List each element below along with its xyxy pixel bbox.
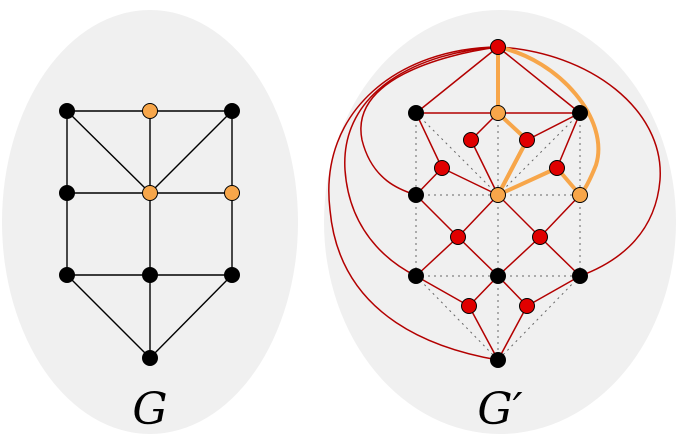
graph-gprime-red-edge [457,194,499,238]
graph-gprime-red-edge [457,236,499,277]
graph-gprime-red-edge [415,112,443,169]
graph-g-node-black [142,350,158,366]
graph-gprime-red-edge [497,305,528,361]
graph-gprime-curved-edge [344,46,499,277]
graph-gprime-highlight-edge [496,45,601,197]
graph-gprime-node-black [408,105,424,121]
graph-g-label: G [132,384,167,435]
graph-gprime-node-black [408,187,424,203]
graph-gprime-red-edge [497,236,541,277]
graph-gprime-node-red [549,160,565,176]
graph-gprime-node-orange [490,105,506,121]
graph-gprime-node-black [490,268,506,284]
graph-gprime-red-edge [497,194,541,238]
graph-gprime-node-red [519,298,535,314]
graph-gprime-red-edge [415,46,499,114]
graph-gprime-red-edge [556,112,581,169]
graph-gprime-highlight-path [496,45,601,197]
graph-g-edge [66,274,151,359]
graph-gprime-red-edge [526,275,581,307]
graph-g-node-black [59,185,75,201]
graph-gprime-red-edge [497,46,581,114]
graph-gprime-dotted-edge [497,112,581,196]
graph-gprime-node-black [572,105,588,121]
graph-gprime-curved-edge [328,46,499,361]
graph-g-node-black [59,103,75,119]
graph-g-node-orange [224,185,240,201]
graph-gprime-node-orange [490,187,506,203]
graph-gprime-red-edge [539,236,581,277]
graph-gprime-node-black [408,268,424,284]
graph-gprime-node-red [490,39,506,55]
graph-gprime-node-red [434,160,450,176]
graph-gprime-red-edge [441,167,499,196]
graph-gprime-dotted-edge [497,275,581,361]
graph-g-node-black [59,267,75,283]
graph-gprime-red-edge [526,112,581,141]
graph-gprime-node-red [461,298,477,314]
graph-gprime-node-black [490,352,506,368]
graph-gprime-curved-edges [328,46,661,361]
graph-g-edge [66,110,151,194]
graph-g-node-black [224,267,240,283]
graph-g-edge [149,110,233,194]
graph-gprime-red-edge [415,194,459,238]
graph-gprime-red-edge [470,139,499,196]
graph-gprime-highlight-edge [496,138,529,197]
graph-gprime-red-edge [539,194,581,238]
graph-gprime-node-red [463,132,479,148]
graph-gprime-node-red [519,132,535,148]
graph-g-edge [149,274,233,359]
graph-g-nodes [59,103,240,366]
graph-gprime-curved-edge [497,46,661,277]
graph-gprime-node-red [450,229,466,245]
graph-gprime-dotted-edge [415,112,499,196]
graph-gprime-node-orange [572,187,588,203]
graph-gprime-curved-edge [360,46,499,196]
graph-gprime-nodes [408,39,588,368]
graph-g-node-black [142,267,158,283]
graph-gprime-red-edge [415,275,470,307]
graph-gprime-dotted-edge [415,275,499,361]
graph-g-node-orange [142,185,158,201]
graph-gprime-red-edge [415,236,459,277]
graph-gprime-node-red [532,229,548,245]
graph-gprime-red-edge [468,305,499,361]
graph-g-node-black [224,103,240,119]
graph-gprime-highlight-edge [496,166,559,197]
graph-g-edges [66,110,233,359]
graph-gprime-node-black [572,268,588,284]
graph-g-node-orange [142,103,158,119]
graph-gprime-label: G′ [477,384,522,435]
